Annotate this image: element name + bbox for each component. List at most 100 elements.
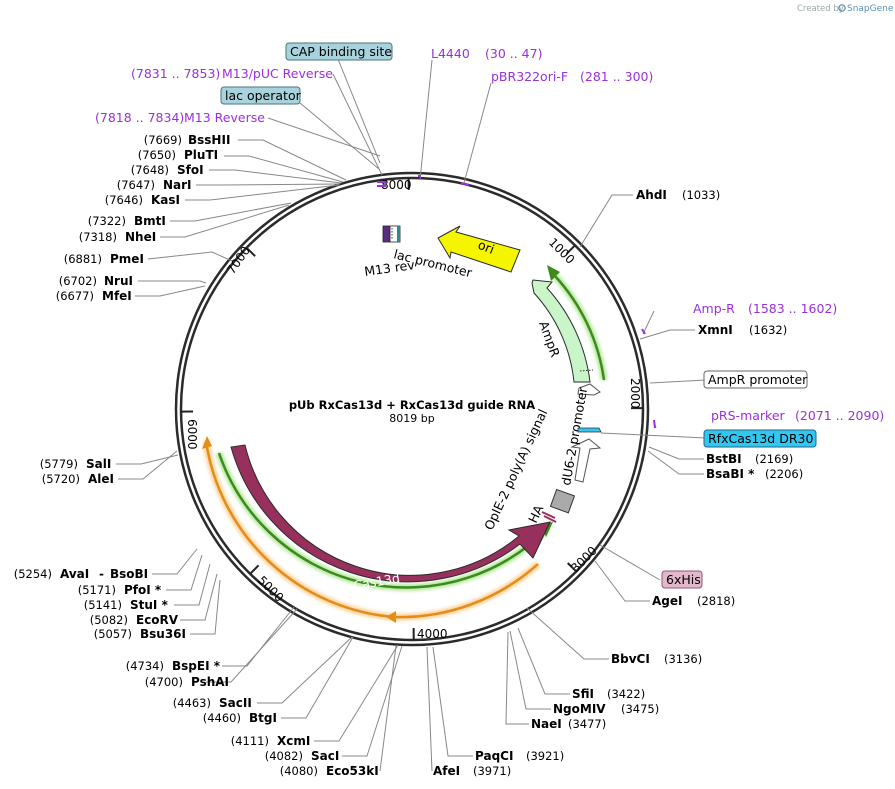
svg-text:KasI: KasI xyxy=(151,193,180,207)
svg-text:(2818): (2818) xyxy=(697,594,735,608)
svg-text:(7650): (7650) xyxy=(138,148,176,162)
ori-feature xyxy=(437,225,521,273)
du6-promoter-arrow xyxy=(570,438,602,483)
svg-text:(3971): (3971) xyxy=(473,764,511,778)
tick-label-8000: 8000 xyxy=(381,178,412,192)
tick-label-4000: 4000 xyxy=(417,627,448,641)
svg-text:BstBI: BstBI xyxy=(706,452,742,466)
tick-label-2000: 2000 xyxy=(628,378,642,409)
l4440-name: L4440 xyxy=(431,46,470,61)
plasmid-size: 8019 bp xyxy=(389,412,434,425)
snapgene-brand: SnapGene xyxy=(847,4,894,14)
svg-text:BtgI: BtgI xyxy=(249,711,277,725)
tick-mark xyxy=(249,564,260,575)
svg-text:PmeI: PmeI xyxy=(110,252,144,266)
svg-text:(1632): (1632) xyxy=(749,323,787,337)
svg-text:AfeI: AfeI xyxy=(433,764,460,778)
svg-text:StuI *: StuI * xyxy=(130,598,169,612)
svg-text:(6881): (6881) xyxy=(64,252,102,266)
svg-text:NruI: NruI xyxy=(104,274,133,288)
svg-text:(4111): (4111) xyxy=(231,734,269,748)
svg-text:CAP binding site: CAP binding site xyxy=(290,44,392,59)
ha-tag-box xyxy=(541,488,576,523)
svg-text:lac operator: lac operator xyxy=(225,88,302,103)
ori-label: ori xyxy=(476,237,497,257)
svg-text:(1033): (1033) xyxy=(682,188,720,202)
svg-text:BsaBI *: BsaBI * xyxy=(706,467,755,481)
svg-text:RfxCas13d DR30: RfxCas13d DR30 xyxy=(708,431,813,446)
svg-text:MfeI: MfeI xyxy=(102,289,132,303)
tick-label-6000: 6000 xyxy=(185,419,199,450)
prs-marker-name: pRS-marker xyxy=(711,408,786,423)
svg-text:NarI: NarI xyxy=(163,178,192,192)
m13-puc-reverse-name: M13/pUC Reverse xyxy=(222,66,333,81)
svg-text:Bsu36I: Bsu36I xyxy=(140,627,186,641)
primer-marks xyxy=(377,175,656,429)
rfxcas13d-dr30-box: RfxCas13d DR30 xyxy=(703,429,817,448)
svg-text:(4700): (4700) xyxy=(145,675,183,689)
svg-text:(4080): (4080) xyxy=(280,764,318,778)
svg-text:XmnI: XmnI xyxy=(698,323,733,337)
svg-text:NaeI: NaeI xyxy=(531,717,562,731)
svg-text:(3422): (3422) xyxy=(607,687,645,701)
dr30-marker xyxy=(577,427,602,433)
svg-text:(5057): (5057) xyxy=(94,627,132,641)
orange-arc xyxy=(202,436,541,623)
svg-text:AleI: AleI xyxy=(88,472,114,486)
svg-text:AhdI: AhdI xyxy=(636,188,667,202)
amp-r-name: Amp-R xyxy=(693,301,735,316)
svg-text:AvaI: AvaI xyxy=(60,567,89,581)
rfxcas13d-feature xyxy=(230,444,551,583)
svg-text:AgeI: AgeI xyxy=(652,594,682,608)
cap-binding-site-box: CAP binding site xyxy=(285,42,393,61)
svg-text:PaqCI: PaqCI xyxy=(475,749,513,763)
svg-text:PshAI: PshAI xyxy=(191,675,229,689)
svg-text:(3477): (3477) xyxy=(568,717,606,731)
svg-text:(7669): (7669) xyxy=(144,133,182,147)
pbr322ori-f-pos: (281 .. 300) xyxy=(580,69,653,84)
right-restriction-sites: AhdI (1033) XmnI (1632) BstBI (2169) Bsa… xyxy=(433,188,803,778)
svg-text:(7646): (7646) xyxy=(105,193,143,207)
svg-text:(2169): (2169) xyxy=(755,452,793,466)
tick-mark xyxy=(245,247,256,257)
svg-text:(2206): (2206) xyxy=(765,467,803,481)
cas13d-outer-green-arc xyxy=(215,451,553,591)
ampr-promoter-box: AmpR promoter xyxy=(703,370,808,389)
svg-text:BssHII: BssHII xyxy=(188,133,230,147)
svg-text:(4082): (4082) xyxy=(265,749,303,763)
svg-text:(4460): (4460) xyxy=(203,711,241,725)
svg-text:NheI: NheI xyxy=(125,230,156,244)
tick-mark xyxy=(565,244,576,255)
prs-marker-pos: (2071 .. 2090) xyxy=(795,408,884,423)
svg-text:Eco53kI: Eco53kI xyxy=(326,764,379,778)
svg-text:(3475): (3475) xyxy=(621,702,659,716)
svg-text:BsoBI: BsoBI xyxy=(110,567,148,581)
svg-text:6xHis: 6xHis xyxy=(666,572,701,587)
svg-text:AmpR promoter: AmpR promoter xyxy=(708,372,808,387)
svg-text:NgoMIV: NgoMIV xyxy=(553,702,606,716)
pbr322ori-f-name: pBR322ori-F xyxy=(491,69,568,84)
svg-text:XcmI: XcmI xyxy=(277,734,310,748)
svg-text:SalI: SalI xyxy=(86,457,111,471)
svg-text:(6702): (6702) xyxy=(59,274,97,288)
svg-text:EcoRV: EcoRV xyxy=(136,613,179,627)
svg-text:(3136): (3136) xyxy=(664,652,702,666)
svg-text:BbvCI: BbvCI xyxy=(611,652,650,666)
svg-text:(6677): (6677) xyxy=(56,289,94,303)
svg-text:(7647): (7647) xyxy=(117,178,155,192)
svg-text:SacII: SacII xyxy=(219,696,252,710)
lac-operator-box: lac operator xyxy=(220,86,302,105)
svg-text:PfoI *: PfoI * xyxy=(124,583,162,597)
tick-mark xyxy=(567,562,577,573)
lac-features xyxy=(382,225,401,243)
svg-text:(7318): (7318) xyxy=(79,230,117,244)
snapgene-logo-icon xyxy=(838,4,846,12)
6xhis-box: 6xHis xyxy=(661,570,703,589)
tick-marks xyxy=(181,178,644,641)
svg-text:SfoI: SfoI xyxy=(177,163,204,177)
svg-text:(5720): (5720) xyxy=(42,472,80,486)
ha-label: HA xyxy=(525,502,546,525)
svg-text:(4463): (4463) xyxy=(173,696,211,710)
ampr-feature xyxy=(531,279,591,383)
svg-text:BmtI: BmtI xyxy=(134,214,166,228)
